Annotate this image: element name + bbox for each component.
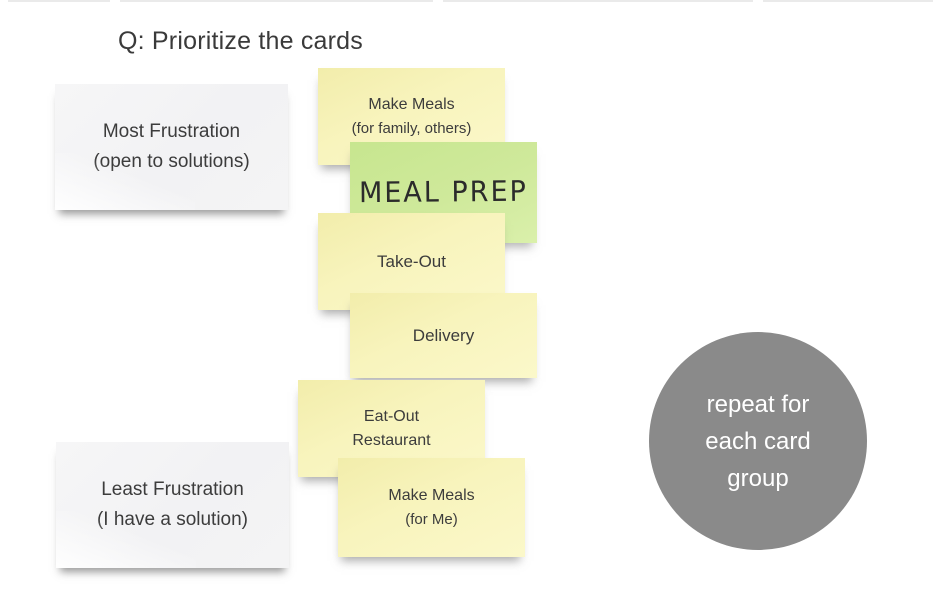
cutoff-note-edge [443,0,753,2]
sticky-note-text: Make Meals [388,486,475,504]
sticky-note-subtext: (for Me) [405,510,458,528]
sticky-note-delivery[interactable]: Delivery [350,293,537,378]
scale-label-line: Least Frustration [101,479,244,500]
sticky-note-text: Make Meals [368,95,455,113]
annotation-circle-repeat[interactable]: repeat for each card group [649,332,867,550]
cutoff-note-edge [8,0,110,2]
sticky-note-text: Delivery [412,325,475,345]
sticky-note-text: Take-Out [377,251,446,271]
scale-label-least-frustration[interactable]: Least Frustration (I have a solution) [56,442,289,568]
sticky-note-subtext: (for family, others) [351,119,472,137]
cutoff-note-edge [120,0,433,2]
scale-label-line: (open to solutions) [93,151,250,172]
sticky-note-text: Restaurant [352,431,431,449]
annotation-line: group [727,464,789,492]
scale-label-line: Most Frustration [102,121,241,142]
scale-label-most-frustration[interactable]: Most Frustration (open to solutions) [55,84,288,210]
scale-label-line: (I have a solution) [96,509,249,530]
cutoff-note-edge [763,0,933,2]
board-title: Q: Prioritize the cards [118,27,363,55]
annotation-line: each card [705,427,811,455]
sticky-note-text: Eat-Out [363,407,420,425]
sticky-note-text: MEAL PREP [358,175,529,210]
annotation-line: repeat for [706,390,810,418]
sticky-note-make-meals-for-me[interactable]: Make Meals (for Me) [338,458,525,557]
